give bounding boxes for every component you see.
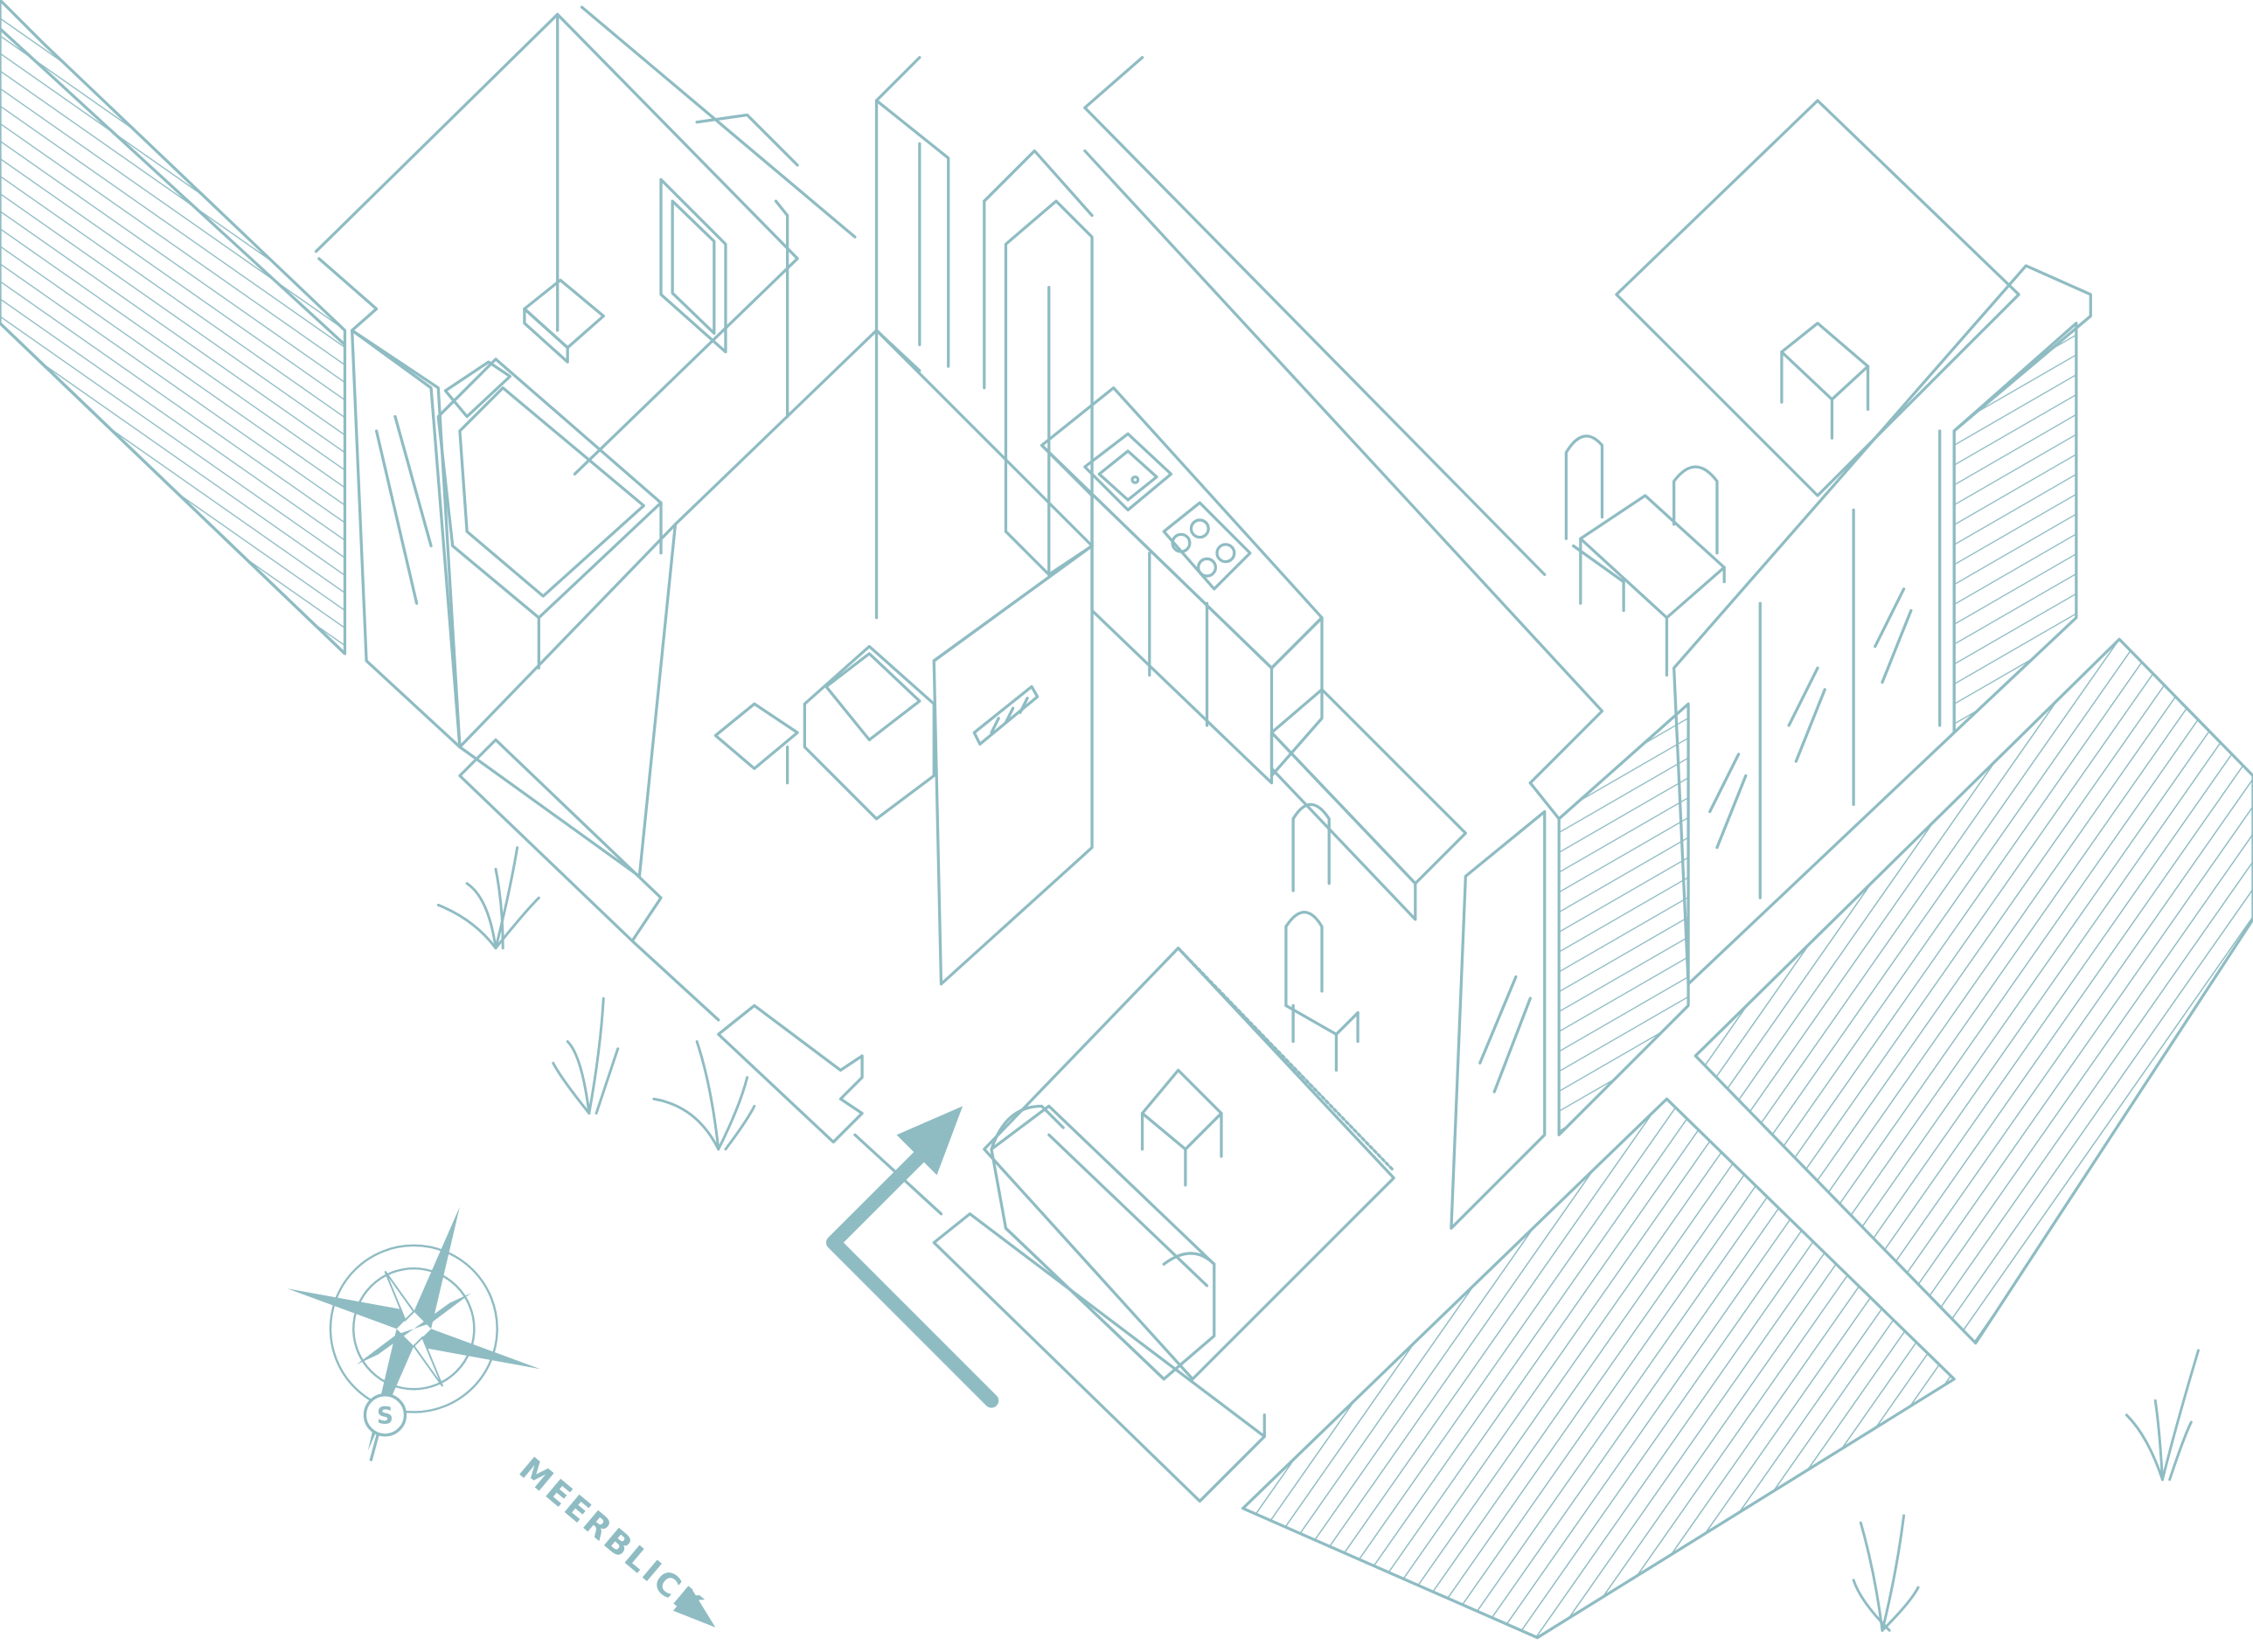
left-wall-cladding bbox=[0, 0, 347, 656]
lower-wall bbox=[458, 738, 1266, 1503]
bedroom-left bbox=[314, 5, 857, 749]
direction-arrow-icon bbox=[672, 1588, 716, 1628]
direction-label: MEERBLICK bbox=[512, 1450, 712, 1626]
right-facade bbox=[1557, 264, 2092, 1136]
compass-rose-icon: S bbox=[287, 1206, 540, 1461]
direction-label-group: MEERBLICK bbox=[512, 1450, 716, 1628]
grass-icon bbox=[436, 846, 2201, 1632]
dining-table bbox=[1564, 434, 1726, 677]
upper-wall bbox=[1083, 56, 1604, 821]
compass-south-label: S bbox=[377, 1404, 393, 1430]
kitchen bbox=[1040, 386, 1468, 921]
lower-glass-panel bbox=[1450, 809, 1547, 1230]
terrace-upper bbox=[1615, 99, 2020, 497]
living-room bbox=[983, 947, 1395, 1381]
entrance-arrow-icon bbox=[826, 1106, 999, 1408]
bedroom-middle bbox=[458, 329, 1094, 986]
deck-lower bbox=[1241, 1097, 1956, 1640]
bar-stools bbox=[1284, 802, 1359, 1072]
corridor-walls bbox=[874, 56, 1094, 577]
